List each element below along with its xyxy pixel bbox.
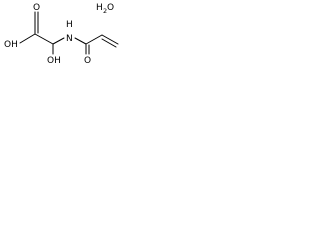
atom-label-amide-h: H [66,20,73,30]
water-formula: H 2 O [96,3,114,15]
bond-n-c3 [74,37,87,45]
bond-c3-c4 [85,34,103,45]
bond-c2-n [52,37,65,45]
atom-label-acid-oh: OH [4,40,18,50]
atom-label-amide-o: O [84,56,91,66]
water-o-label: O [107,3,114,13]
bonds [19,11,119,55]
atom-labels: O OH OH H N O [4,3,91,66]
chemical-structure: O OH OH H N O H 2 O [4,3,119,66]
water-subscript: 2 [103,7,107,15]
bond-c4-c5-double-a [101,34,119,45]
water-h-label: H [96,3,103,13]
bond-c1-c2 [34,33,54,45]
bond-c4-c5-double-b [101,38,117,48]
atom-label-acid-o: O [33,3,40,13]
atom-label-amide-n: N [66,34,73,44]
bond-c1-oh [19,33,36,44]
atom-label-alpha-oh: OH [47,56,61,66]
